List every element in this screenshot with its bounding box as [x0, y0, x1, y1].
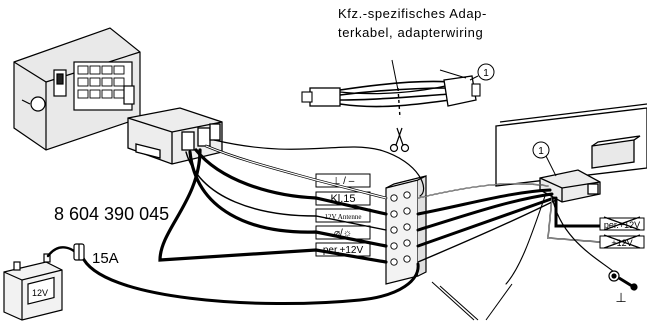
vehicle-side-wires: [505, 195, 615, 285]
tag-plus12-crossed: +12V: [599, 234, 645, 249]
adapter-cable: [301, 69, 481, 108]
caption-pointer: [391, 59, 401, 119]
ground-eyelet-icon: [608, 270, 638, 291]
vehicle-panel: [495, 103, 647, 187]
tag-ground: ⊥ / –: [332, 176, 355, 187]
tag-illumination: ⌀/☼: [334, 228, 352, 239]
fuse-label: 15A: [92, 250, 119, 267]
callout-top-text: 1: [483, 68, 489, 79]
callout-top: 1: [469, 63, 495, 81]
part-number: 8 604 390 045: [54, 204, 170, 224]
callout-right: 1: [532, 141, 557, 177]
tag-permanent-crossed: per.+12V: [599, 216, 645, 231]
battery: [3, 253, 63, 321]
bottom-pointer-lines: [431, 281, 513, 321]
adapter-box: [127, 107, 223, 165]
tag-permanent-crossed-text: per.+12V: [604, 220, 640, 230]
ground-symbol: ⊥: [615, 290, 626, 305]
battery-label: 12V: [32, 288, 48, 298]
terminal-to-vehicle-wires: [416, 183, 557, 263]
terminal-block: [385, 175, 427, 285]
adapter-cable-caption: Kfz.-spezifisches Adap- terkabel, adapte…: [338, 4, 487, 42]
caption-line-2: terkabel, adapterwiring: [338, 25, 484, 40]
tag-antenna: 12V Antenne: [324, 213, 361, 221]
radio-to-terminal-wires: [158, 139, 425, 264]
car-radio: [13, 27, 141, 151]
callout-right-text: 1: [538, 146, 544, 157]
tag-plus12-crossed-text: +12V: [611, 238, 632, 248]
caption-line-1: Kfz.-spezifisches Adap-: [338, 6, 487, 21]
tag-permanent: per.+12V: [323, 245, 364, 256]
radio-knob: [30, 96, 46, 112]
fuse-holder-icon: [73, 243, 85, 261]
scissors-icon: [389, 127, 410, 153]
